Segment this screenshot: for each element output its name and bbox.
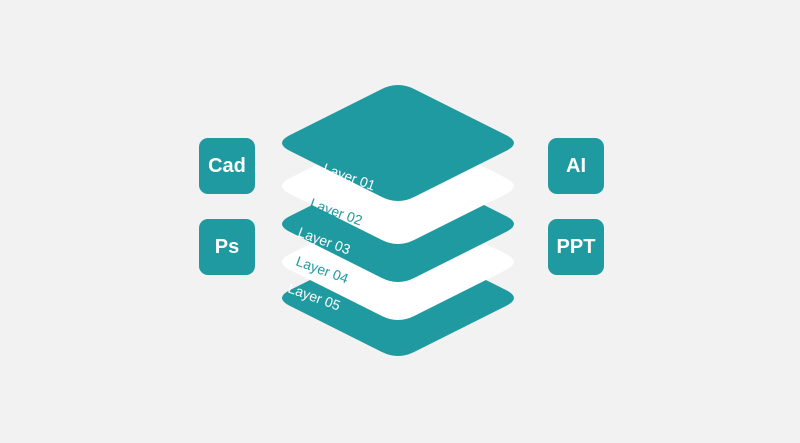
ai-badge-label: AI [566, 154, 586, 177]
cad-badge: Cad [199, 138, 255, 194]
ppt-badge: PPT [548, 219, 604, 275]
ps-badge: Ps [199, 219, 255, 275]
ai-badge: AI [548, 138, 604, 194]
cad-badge-label: Cad [208, 154, 246, 177]
ppt-badge-label: PPT [556, 235, 596, 258]
layer-1-plate [282, 85, 514, 201]
ps-badge-label: Ps [214, 235, 240, 258]
